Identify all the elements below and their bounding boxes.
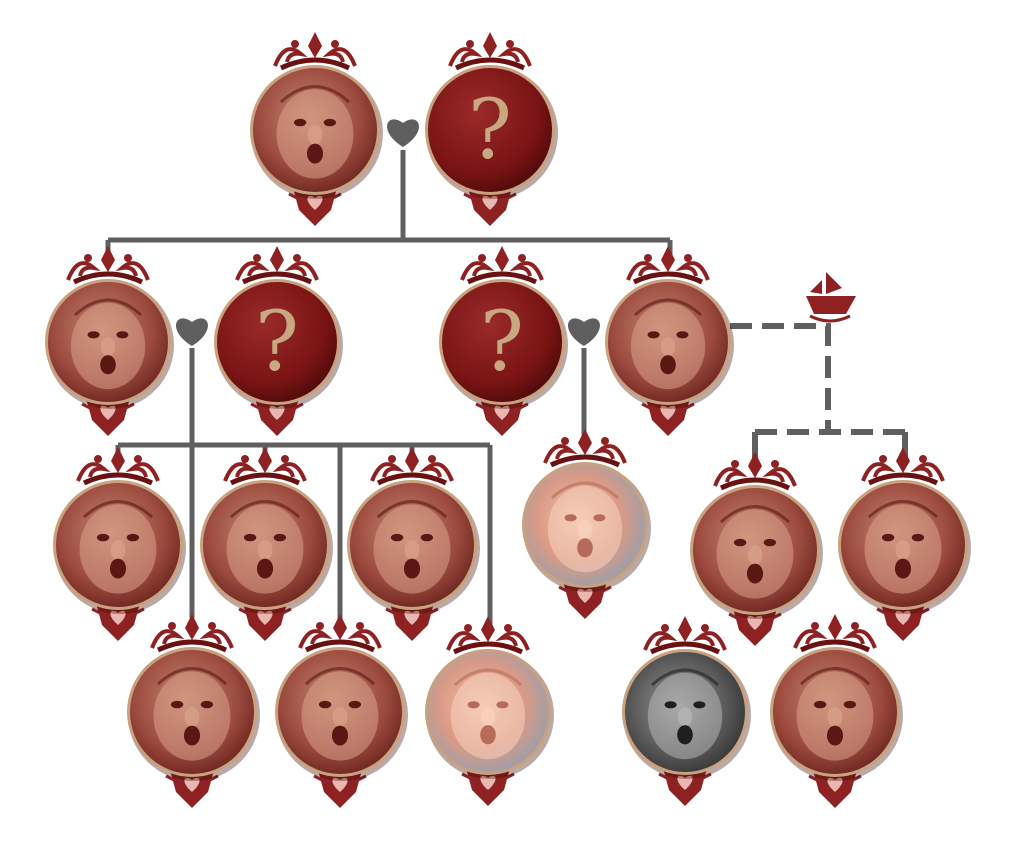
round-face-icon [79, 500, 157, 594]
crown-ornament [223, 447, 307, 486]
crown-ornament [273, 32, 357, 71]
heart-pendant-ornament [81, 398, 135, 436]
bearded-man-icon [630, 298, 706, 390]
unknown-question-mark: ? [468, 83, 512, 178]
crown-ornament [713, 452, 797, 491]
grimace-face-icon [226, 500, 304, 594]
heart-pendant-ornament [91, 603, 145, 641]
heart-icon [568, 318, 600, 346]
heart-pendant-ornament [728, 608, 782, 646]
medallion-gen4-a5[interactable] [275, 647, 408, 781]
medallion-gen3-c2[interactable] [838, 480, 971, 614]
medallion-gen3-a3[interactable] [347, 480, 480, 614]
curly-face-icon [301, 667, 379, 761]
crown-ornament [235, 246, 319, 285]
heart-pendant-ornament [461, 768, 515, 806]
heart-pendant-ornament [238, 603, 292, 641]
heart-pendant-ornament [313, 770, 367, 808]
crown-ornament [460, 246, 544, 285]
crown-ornament [370, 447, 454, 486]
crown-ornament [793, 614, 877, 653]
heart-pendant-ornament [876, 603, 930, 641]
crown-ornament [626, 246, 710, 285]
medallion-gen3-c1[interactable] [690, 485, 823, 619]
elf-face-icon [647, 668, 723, 760]
medallion-gen3-b1[interactable] [522, 462, 651, 592]
crown-ornament [643, 616, 727, 655]
stone-face-icon [716, 505, 794, 599]
crown-ornament [543, 429, 627, 468]
connector-lines [105, 150, 908, 632]
medallion-gen1-mother[interactable]: ? [425, 65, 558, 199]
heart-pendant-ornament [658, 768, 712, 806]
marriage-hearts-layer [176, 119, 856, 346]
unknown-question-mark: ? [480, 295, 524, 390]
heart-pendant-ornament [475, 398, 529, 436]
ornaments-layer [66, 32, 945, 808]
crown-ornament [446, 616, 530, 655]
heart-pendant-ornament [250, 398, 304, 436]
unknown-question-mark: ? [255, 295, 299, 390]
medallion-gen4-c4[interactable] [770, 647, 903, 781]
medallion-gen4-a4[interactable] [127, 647, 260, 781]
puffy-face-icon [547, 481, 623, 573]
crown-ornament [66, 246, 150, 285]
heart-pendant-ornament [165, 770, 219, 808]
medallion-gen1-father[interactable] [250, 65, 383, 199]
crown-ornament [448, 32, 532, 71]
medallion-gen4-c3[interactable] [622, 649, 751, 779]
heart-pendant-ornament [641, 398, 695, 436]
heart-icon [387, 119, 419, 147]
fish-face-icon [796, 667, 874, 761]
medallions-layer: ??? [45, 65, 971, 781]
medallion-gen3-a1[interactable] [53, 480, 186, 614]
medallion-gen3-a2[interactable] [200, 480, 333, 614]
heart-icon [176, 318, 208, 346]
smiling-elder-icon [450, 668, 526, 760]
medallion-gen2-child-b[interactable] [605, 279, 734, 409]
medallion-gen2-child-a[interactable] [45, 279, 174, 409]
heart-pendant-ornament [558, 581, 612, 619]
medallion-gen4-a6[interactable] [425, 649, 554, 779]
heart-pendant-ornament [288, 188, 342, 226]
shouting-face-icon [864, 500, 942, 594]
medallion-gen2-spouse-b[interactable]: ? [439, 279, 568, 409]
heart-pendant-ornament [385, 603, 439, 641]
cap-face-icon [373, 500, 451, 594]
medallion-gen2-spouse-a[interactable]: ? [214, 279, 343, 409]
heart-pendant-ornament [463, 188, 517, 226]
crown-ornament [150, 614, 234, 653]
crown-ornament [861, 447, 945, 486]
crown-ornament [298, 614, 382, 653]
ship-link-line [730, 323, 831, 432]
crown-ornament [76, 447, 160, 486]
bear-face-icon [276, 85, 354, 179]
turban-face-icon [153, 667, 231, 761]
heart-pendant-ornament [808, 770, 862, 808]
ship-icon [806, 272, 856, 323]
bonnet-woman-icon [70, 298, 146, 390]
